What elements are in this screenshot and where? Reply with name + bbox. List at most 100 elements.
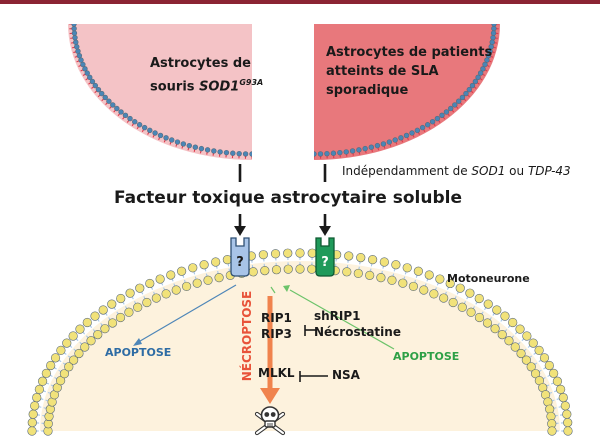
lipid-head — [115, 312, 126, 323]
lipid-tail — [408, 141, 412, 147]
lipid-head — [141, 138, 148, 144]
lipid-head — [491, 24, 497, 27]
lipid-head — [490, 324, 500, 334]
lipid-head — [452, 102, 458, 108]
lipid-head — [491, 25, 497, 32]
lipid-tail — [82, 85, 87, 89]
factor-arrow-right-head — [319, 226, 331, 236]
lipid-head — [89, 98, 96, 105]
lipid-head — [158, 146, 165, 152]
factor-arrow-left-head — [234, 226, 246, 236]
lipid-head — [431, 132, 437, 138]
lipid-head — [136, 135, 142, 141]
lipid-head — [562, 409, 572, 419]
lipid-head — [402, 263, 412, 273]
top-border — [0, 0, 600, 4]
lipid-head — [95, 86, 102, 93]
lipid-head — [434, 115, 441, 122]
lipid-head — [480, 66, 486, 72]
lipid-head — [56, 345, 66, 355]
lipid-head — [163, 135, 169, 141]
lipid-head — [62, 42, 67, 47]
lipid-tail — [493, 62, 499, 66]
lipid-tail — [117, 120, 122, 126]
lipid-head — [170, 150, 177, 157]
lipid-tail — [430, 130, 435, 136]
lipid-head — [82, 66, 88, 72]
lipid-head — [342, 267, 352, 277]
lipid-head — [380, 141, 387, 147]
mlkl-label: MLKL — [258, 366, 295, 380]
lipid-head — [522, 331, 532, 341]
lipid-head — [353, 268, 363, 279]
lipid-head — [500, 311, 510, 321]
receptor-blue: ? — [230, 237, 250, 277]
lipid-head — [539, 353, 550, 363]
lipid-tail — [100, 105, 105, 111]
motoneuron-cell — [27, 248, 573, 436]
lipid-head — [451, 118, 457, 125]
apoptosis-right-arrow-tail — [270, 286, 276, 294]
lipid-head — [68, 61, 73, 68]
lipid-head — [324, 150, 330, 157]
lipid-tail — [217, 158, 220, 160]
lipid-tail — [68, 52, 72, 56]
lipid-tail — [378, 152, 382, 158]
lipid-head — [343, 149, 349, 155]
lipid-head — [181, 281, 192, 292]
apoptosis-right-arrowhead — [283, 285, 290, 292]
lipid-head — [386, 139, 393, 145]
necroptosis-arrow-head — [260, 388, 280, 404]
lipid-head — [79, 85, 86, 91]
lipid-head — [71, 71, 77, 77]
lipid-head — [464, 107, 470, 113]
lipid-head — [455, 283, 465, 293]
lipid-head — [271, 265, 282, 275]
lipid-head — [110, 102, 116, 108]
lipid-tail — [108, 113, 113, 118]
motoneuron-cytoplasm — [40, 261, 560, 431]
lipid-head — [441, 125, 447, 132]
lipid-head — [115, 122, 122, 128]
lipid-head — [122, 112, 129, 119]
lipid-head — [439, 293, 449, 303]
lipid-tail — [467, 101, 472, 107]
lipid-head — [63, 47, 68, 52]
rip3-label: RIP3 — [261, 327, 292, 341]
lipid-head — [371, 156, 377, 160]
lipid-head — [249, 151, 252, 157]
lipid-head — [60, 32, 65, 37]
lipid-tail — [463, 105, 468, 111]
lipid-head — [463, 90, 469, 97]
lipid-head — [99, 90, 105, 97]
lipid-head — [106, 98, 112, 104]
lipid-tail — [224, 159, 227, 160]
lipid-head — [164, 148, 171, 154]
shrip1-label: shRIP1 — [314, 309, 361, 323]
lipid-tail — [420, 136, 424, 142]
lipid-tail — [359, 156, 362, 160]
lipid-head — [374, 142, 381, 149]
lipid-head — [504, 336, 514, 346]
lipid-head — [332, 163, 337, 168]
apoptosis-right-arrow — [289, 289, 395, 350]
lipid-tail — [403, 144, 406, 150]
lipid-head — [392, 137, 398, 143]
lipid-head — [468, 102, 474, 109]
lipid-head — [413, 266, 423, 276]
lipid-tail — [68, 47, 70, 51]
lipid-head — [46, 360, 56, 371]
lipid-tail — [391, 148, 394, 154]
lipid-head — [69, 66, 75, 73]
lipid-head — [469, 82, 476, 89]
lipid-head — [314, 151, 317, 157]
lipid-head — [127, 115, 133, 122]
astrocyte-mouse-cytoplasm — [68, 24, 252, 160]
lipid-head — [64, 362, 74, 372]
lipid-head — [68, 56, 71, 63]
apoptosis-right-label: APOPTOSE — [393, 350, 460, 363]
lipid-head — [457, 302, 467, 312]
lipid-tail — [372, 154, 375, 160]
lipid-head — [125, 288, 135, 298]
lipid-head — [497, 56, 500, 63]
